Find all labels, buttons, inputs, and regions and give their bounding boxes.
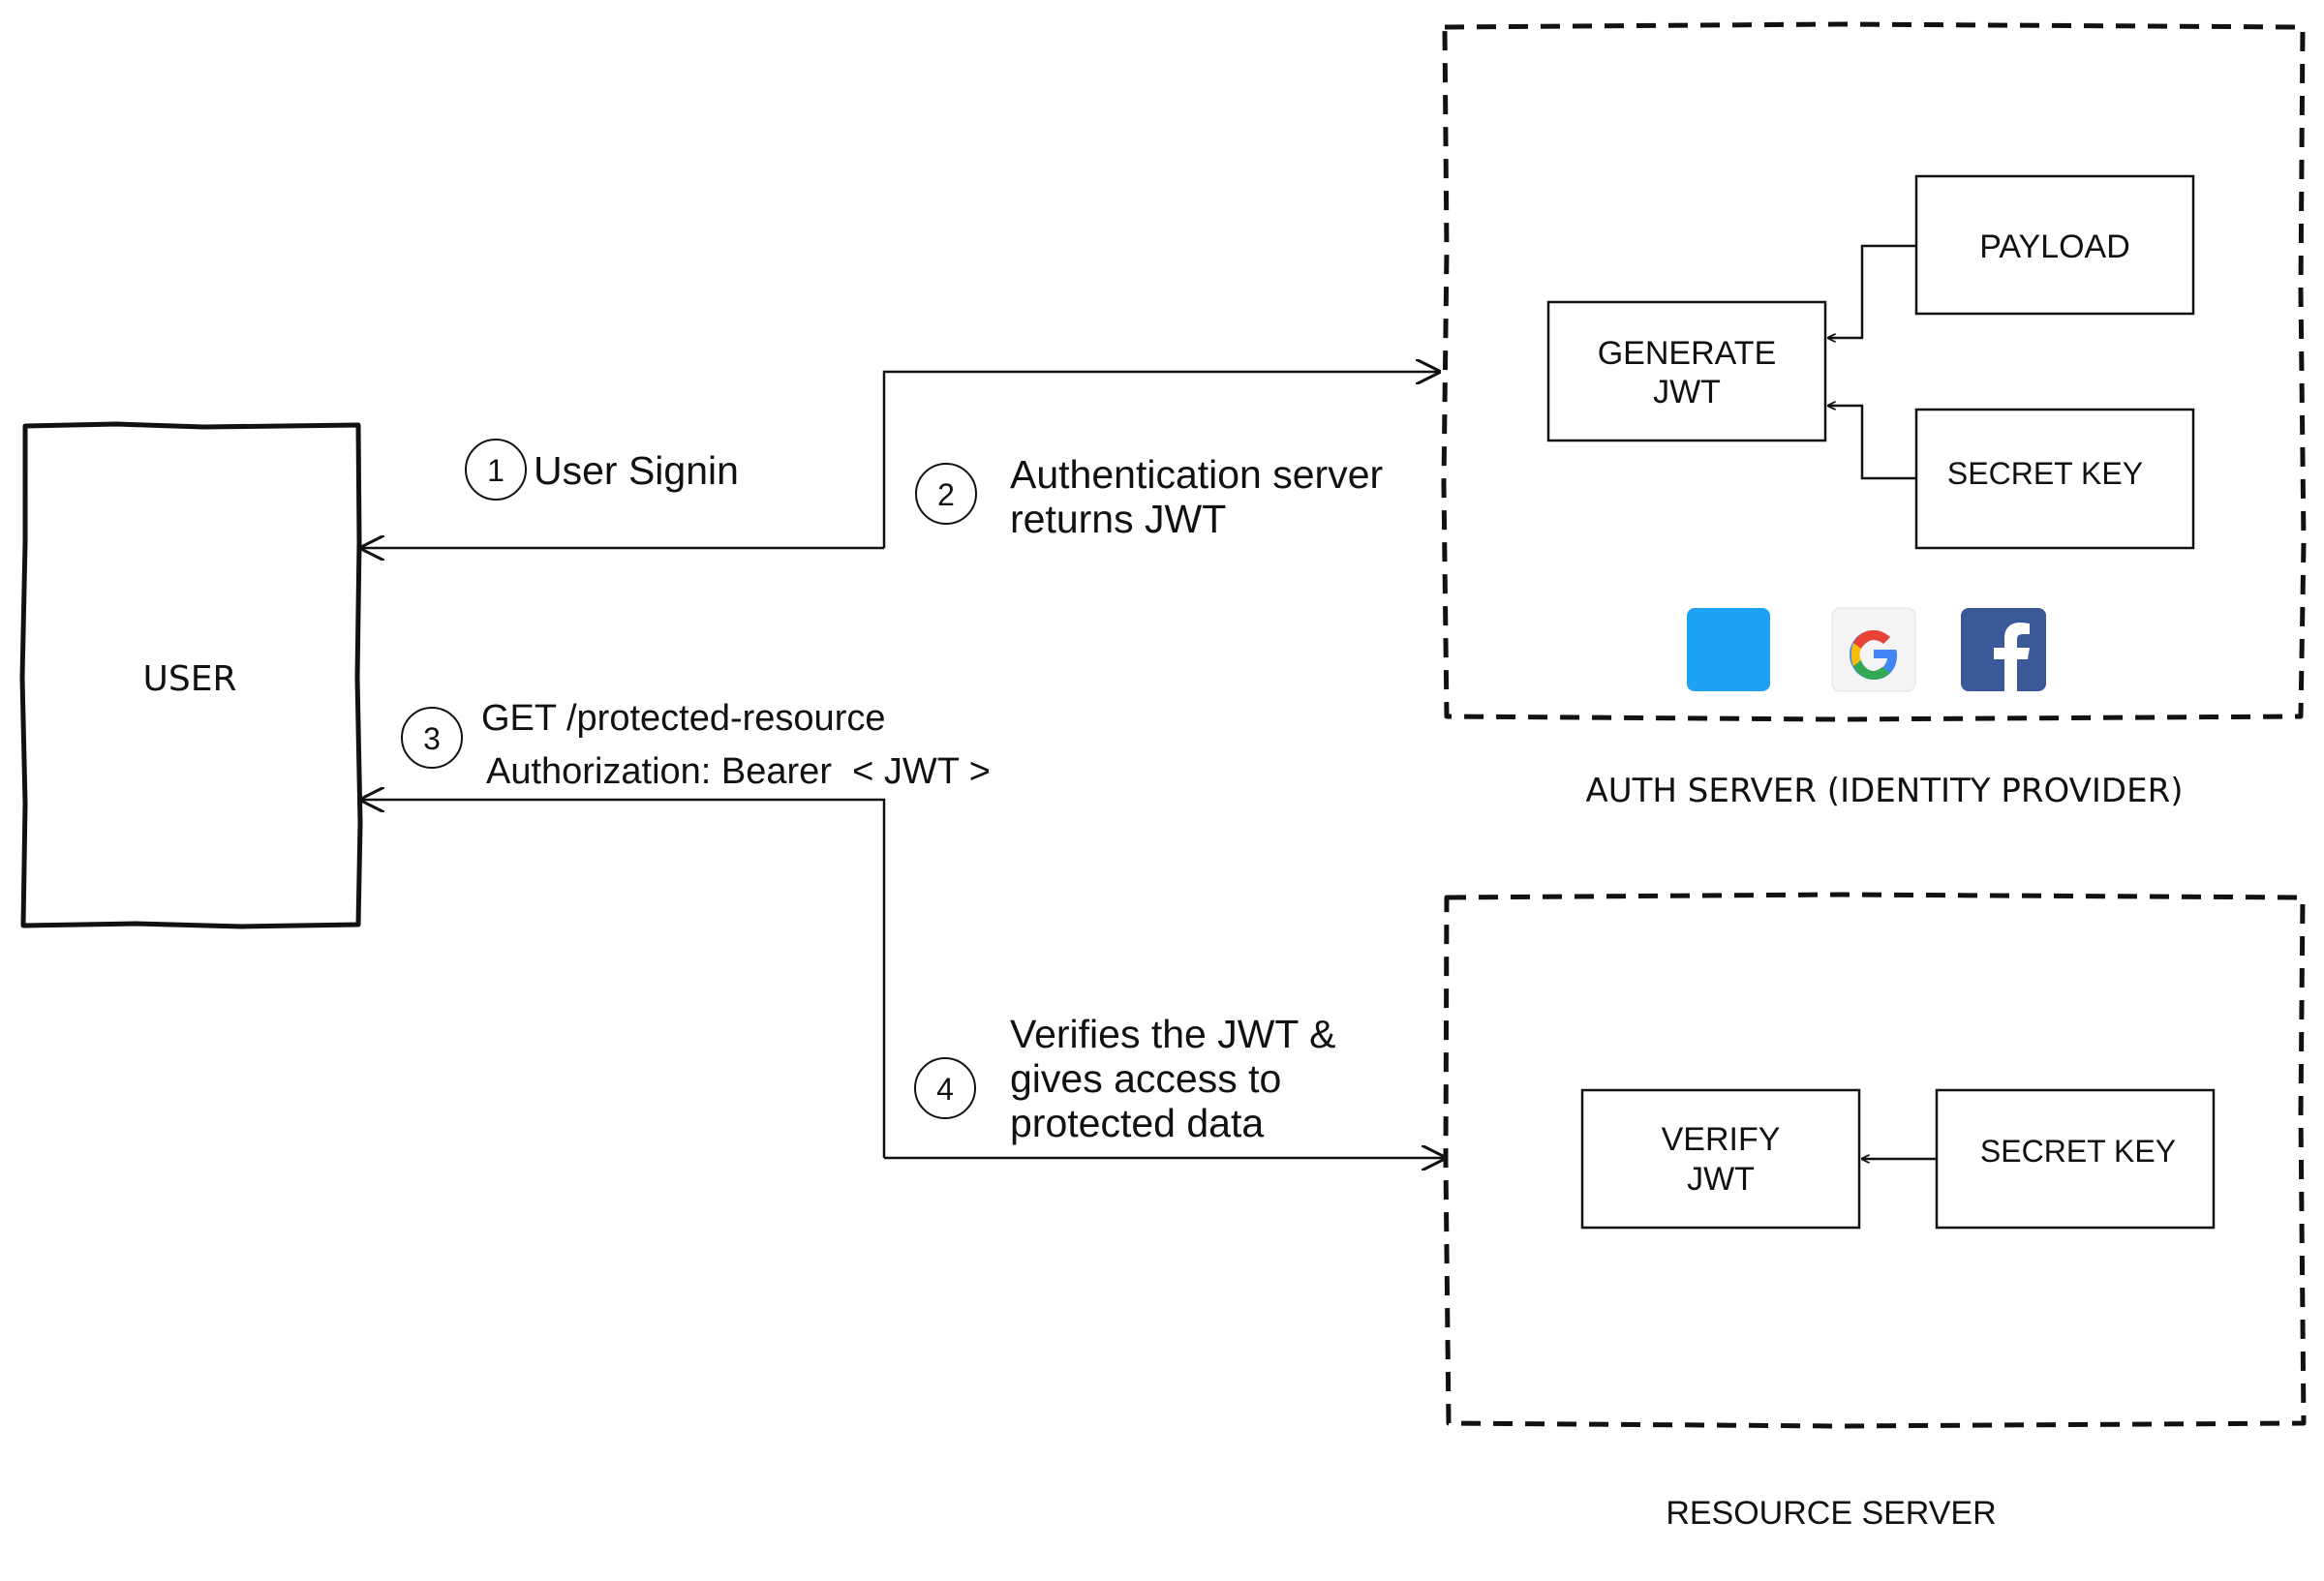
auth-secret-key-label: SECRET KEY bbox=[1947, 456, 2143, 491]
step-2-number: 2 bbox=[937, 477, 955, 512]
step-1-text: User Signin bbox=[534, 448, 739, 493]
step-4-text-line3: protected data bbox=[1010, 1101, 1264, 1145]
step-3: 3 GET /protected-resource Authorization:… bbox=[401, 698, 991, 792]
generate-jwt-box: GENERATE JWT bbox=[1546, 300, 1827, 442]
auth-secret-key-box: SECRET KEY bbox=[1914, 408, 2195, 550]
verify-jwt-line2: JWT bbox=[1687, 1161, 1755, 1198]
step-3-number: 3 bbox=[423, 721, 441, 756]
resource-server-caption: RESOURCE SERVER bbox=[1666, 1495, 1996, 1532]
step-4: 4 Verifies the JWT & gives access to pro… bbox=[914, 1012, 1335, 1145]
auth-server-container bbox=[1441, 21, 2307, 722]
generate-jwt-line2: JWT bbox=[1653, 374, 1721, 410]
step-1: 1 User Signin bbox=[465, 439, 739, 501]
auth-server-caption: AUTH SERVER (IDENTITY PROVIDER) bbox=[1586, 772, 2184, 810]
google-icon bbox=[1831, 607, 1916, 692]
step-2: 2 Authentication server returns JWT bbox=[915, 452, 1383, 541]
step-4-text-line1: Verifies the JWT & bbox=[1010, 1012, 1335, 1056]
payload-label: PAYLOAD bbox=[1979, 228, 2130, 265]
verify-jwt-line1: VERIFY bbox=[1662, 1121, 1781, 1158]
auth-secret-connector bbox=[1828, 406, 1916, 480]
twitter-icon bbox=[1583, 598, 1770, 691]
generate-jwt-line1: GENERATE bbox=[1598, 335, 1777, 372]
protected-resource-arrow bbox=[361, 800, 886, 1158]
step-1-number: 1 bbox=[487, 453, 505, 488]
user-label: USER bbox=[143, 659, 237, 699]
resource-secret-key-label: SECRET KEY bbox=[1980, 1134, 2176, 1169]
step-2-text-line2: returns JWT bbox=[1010, 497, 1226, 541]
payload-box: PAYLOAD bbox=[1914, 174, 2195, 316]
step-3-text-line1: GET /protected-resource bbox=[481, 698, 885, 739]
step-4-text-line2: gives access to bbox=[1010, 1056, 1281, 1101]
payload-connector bbox=[1828, 244, 1916, 338]
signin-arrow bbox=[882, 372, 1439, 548]
resource-server-container bbox=[1443, 892, 2307, 1429]
step-4-number: 4 bbox=[936, 1072, 954, 1107]
user-box: USER bbox=[19, 421, 363, 929]
resource-secret-key-box: SECRET KEY bbox=[1935, 1088, 2216, 1230]
facebook-icon bbox=[1961, 608, 2046, 691]
step-2-text-line1: Authentication server bbox=[1010, 452, 1383, 497]
verify-jwt-box: VERIFY JWT bbox=[1580, 1088, 1861, 1230]
step-3-text-line2: Authorization: Bearer < JWT > bbox=[486, 751, 991, 792]
